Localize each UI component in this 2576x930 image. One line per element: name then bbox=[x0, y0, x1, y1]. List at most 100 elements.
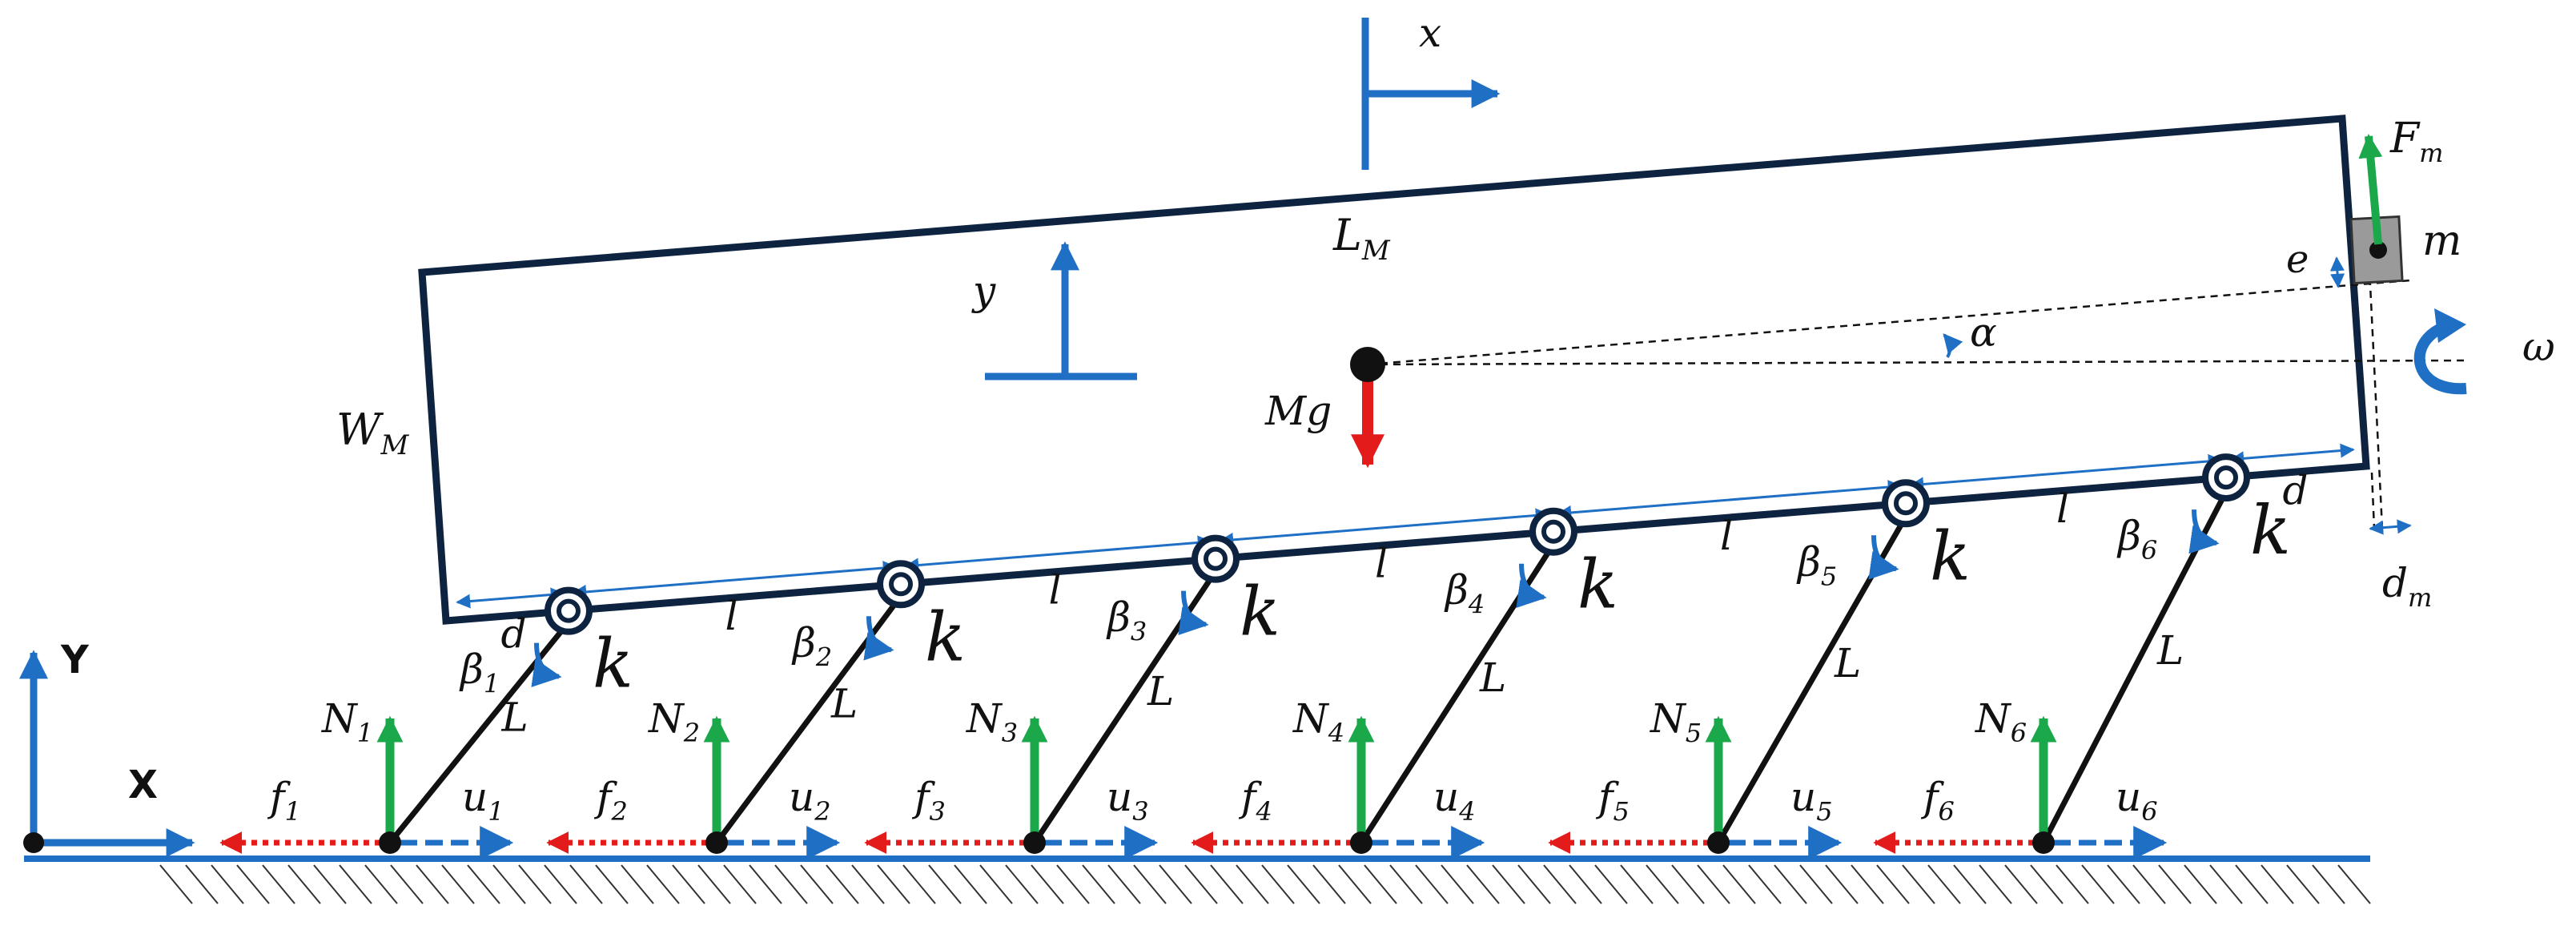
dimension-line bbox=[1909, 453, 2223, 492]
span-label: d bbox=[2283, 467, 2309, 513]
local-x-label: x bbox=[1419, 10, 1441, 56]
mass-label: m bbox=[2422, 217, 2461, 265]
beta-arrow bbox=[863, 616, 894, 661]
friction-label: f4 bbox=[1238, 774, 1272, 827]
leg-length-label: L bbox=[830, 681, 858, 727]
foot-joint bbox=[1350, 831, 1372, 854]
normal-force-label: N3 bbox=[966, 695, 1018, 748]
beta-label: β6 bbox=[2116, 513, 2157, 566]
leg-length-label: L bbox=[1479, 654, 1506, 701]
body-length-label: LM bbox=[1332, 210, 1391, 267]
mass-force-label: Fm bbox=[2389, 115, 2443, 168]
spring-label: k bbox=[2250, 491, 2291, 570]
robot-body bbox=[418, 115, 2370, 625]
body-width-label: WM bbox=[336, 405, 410, 461]
foot-joint bbox=[379, 831, 401, 854]
spring-label: k bbox=[1577, 546, 1618, 624]
dimension-line bbox=[904, 535, 1212, 573]
displacement-label: u2 bbox=[789, 774, 831, 827]
spring-icon bbox=[2202, 453, 2250, 502]
displacement-label: u3 bbox=[1107, 774, 1149, 827]
beta-arrow bbox=[1178, 590, 1209, 635]
global-axes: Y X bbox=[18, 638, 195, 857]
beta-arrow bbox=[531, 642, 562, 687]
dimension-line bbox=[1219, 508, 1550, 547]
span-label: l bbox=[1375, 541, 1388, 587]
span-label: l bbox=[1049, 566, 1062, 613]
beta-arrow bbox=[1868, 535, 1899, 580]
spring-label: k bbox=[1240, 573, 1280, 651]
leg-6: k β6L N6 f6 u6 bbox=[1873, 453, 2291, 860]
dimension-line bbox=[456, 587, 565, 609]
beta-label: β5 bbox=[1796, 538, 1837, 591]
ground-hatching bbox=[159, 864, 2371, 904]
span-label: l bbox=[2056, 485, 2069, 532]
friction-label: f1 bbox=[267, 774, 301, 827]
span-label: l bbox=[725, 593, 738, 639]
displacement-label: u4 bbox=[1433, 774, 1476, 827]
friction-label: f6 bbox=[1920, 774, 1955, 827]
span-label: d bbox=[501, 611, 527, 658]
normal-force-label: N2 bbox=[648, 695, 700, 748]
friction-label: f5 bbox=[1595, 774, 1630, 827]
spring-label: k bbox=[1930, 517, 1971, 595]
foot-joint bbox=[2032, 831, 2055, 854]
leg-length-label: L bbox=[1147, 668, 1174, 715]
global-y-label: Y bbox=[60, 638, 90, 682]
dimension-spans: d l l l l l d bbox=[456, 443, 2355, 658]
leg-4: k β4L N4 f4 u4 bbox=[1191, 507, 1618, 860]
global-x-label: X bbox=[128, 763, 158, 807]
normal-force-label: N6 bbox=[1975, 695, 2027, 748]
leg-length-label: L bbox=[501, 694, 528, 740]
foot-joint bbox=[705, 831, 728, 854]
reference-lines bbox=[1367, 252, 2467, 529]
friction-label: f3 bbox=[911, 774, 946, 827]
normal-force-label: N1 bbox=[321, 695, 373, 748]
beta-arrow bbox=[2188, 509, 2220, 554]
leg-line bbox=[388, 615, 575, 845]
omega-label: ω bbox=[2522, 324, 2555, 370]
leg-length-label: L bbox=[1834, 640, 1861, 686]
alpha-label: α bbox=[1970, 309, 1997, 356]
displacement-label: u6 bbox=[2116, 774, 2158, 827]
ground bbox=[24, 856, 2371, 904]
displacement-label: u1 bbox=[462, 774, 504, 827]
friction-label: f2 bbox=[593, 774, 628, 827]
alpha-angle: α bbox=[1943, 309, 1997, 358]
normal-force-label: N4 bbox=[1292, 695, 1344, 748]
dm-label: dm bbox=[2382, 560, 2432, 613]
dimension-line bbox=[572, 561, 898, 599]
leg-1: k β1L N1 f1 u1 bbox=[219, 586, 633, 860]
spring-icon bbox=[1529, 507, 1577, 556]
foot-joint bbox=[1023, 831, 1046, 854]
local-x-axis: x bbox=[1361, 10, 1501, 170]
beta-label: β3 bbox=[1106, 594, 1147, 647]
leg-3: k β3L N3 f3 u3 bbox=[864, 534, 1280, 860]
spring-icon bbox=[1192, 534, 1240, 583]
spring-icon bbox=[877, 560, 925, 609]
beta-arrow bbox=[1516, 563, 1547, 608]
center-of-mass: Mg bbox=[1264, 347, 1385, 469]
extra-mass: m Fm e dm bbox=[2286, 115, 2461, 613]
beta-label: β2 bbox=[791, 619, 832, 672]
leg-2: k β2L N2 f2 u2 bbox=[546, 560, 966, 860]
omega-rotation: ω bbox=[2413, 308, 2555, 395]
dimension-line bbox=[1557, 480, 1903, 520]
local-y-axis: y bbox=[971, 241, 1137, 380]
span-label: l bbox=[1720, 513, 1733, 559]
spring-icon bbox=[545, 586, 593, 635]
local-y-label: y bbox=[971, 268, 996, 314]
beta-label: β1 bbox=[459, 646, 500, 699]
dimension-line bbox=[2229, 443, 2355, 466]
spring-icon bbox=[1882, 479, 1930, 528]
beta-label: β4 bbox=[1444, 567, 1485, 620]
spring-label: k bbox=[593, 625, 633, 703]
leg-length-label: L bbox=[2156, 627, 2184, 674]
displacement-label: u5 bbox=[1790, 774, 1833, 827]
weight-label: Mg bbox=[1264, 388, 1332, 434]
offset-e-label: e bbox=[2286, 237, 2309, 282]
foot-joint bbox=[1707, 831, 1730, 854]
